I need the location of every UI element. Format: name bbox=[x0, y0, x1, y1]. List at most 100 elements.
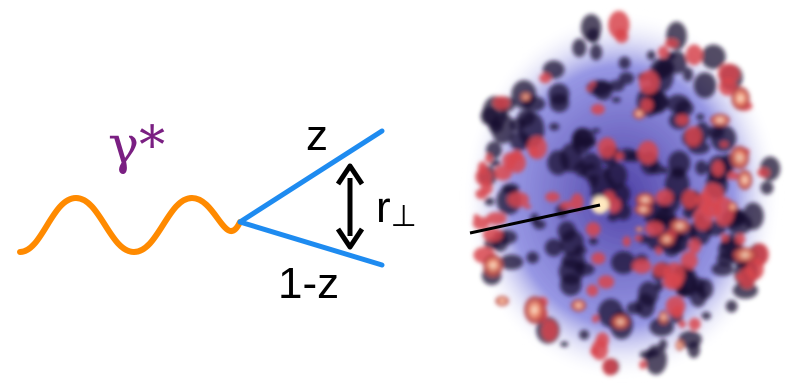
blob-spot bbox=[611, 251, 636, 274]
blob-spot bbox=[597, 137, 617, 159]
blob-spot bbox=[549, 93, 570, 113]
blob-spot bbox=[603, 190, 615, 201]
blob-spot bbox=[602, 358, 618, 376]
blob-spot bbox=[590, 346, 599, 357]
blob-spot bbox=[634, 235, 642, 242]
blob-spot bbox=[760, 181, 774, 195]
blob-spot bbox=[588, 237, 598, 245]
blob-spot bbox=[517, 109, 535, 127]
blob-spot bbox=[533, 219, 546, 230]
blob-spot bbox=[607, 212, 619, 222]
blob-spot bbox=[640, 98, 654, 112]
blob-spot bbox=[589, 81, 596, 87]
blob-spot bbox=[493, 165, 512, 181]
blob-spot bbox=[585, 222, 601, 237]
blob-spot bbox=[710, 113, 730, 127]
blob-spot bbox=[572, 38, 587, 58]
blob-spot bbox=[572, 134, 585, 148]
blob-spot bbox=[669, 218, 691, 234]
blob-spot bbox=[586, 86, 593, 92]
blob-spot bbox=[712, 160, 725, 177]
photon-wave bbox=[17, 194, 243, 256]
blob-spot bbox=[581, 136, 597, 148]
blob-spot bbox=[472, 216, 490, 230]
blob-spot bbox=[658, 232, 675, 247]
blob-spot bbox=[737, 169, 753, 190]
blob-spot bbox=[541, 319, 558, 341]
separation-arrow-head-bottom bbox=[335, 227, 365, 250]
quark-line bbox=[237, 128, 385, 225]
blob-spot bbox=[615, 30, 629, 44]
blob-spot bbox=[668, 150, 691, 176]
blob-spot bbox=[611, 314, 630, 330]
blob-spot bbox=[593, 80, 613, 101]
blob-spot bbox=[482, 227, 503, 242]
blob-spot bbox=[502, 152, 517, 170]
blob-spot bbox=[657, 46, 669, 59]
blob-spot bbox=[484, 197, 495, 206]
blob-spot bbox=[544, 238, 563, 257]
blob-spot bbox=[608, 79, 625, 92]
blob-spot bbox=[591, 128, 601, 134]
blob-spot bbox=[586, 284, 599, 297]
blob-spot bbox=[507, 191, 530, 208]
blob-spot bbox=[731, 86, 750, 111]
blob-spot bbox=[493, 95, 510, 110]
blob-spot bbox=[475, 188, 488, 200]
blob-spot bbox=[680, 251, 698, 270]
blob-spot bbox=[635, 192, 655, 208]
blob-spot bbox=[735, 273, 742, 281]
blob-spot bbox=[645, 344, 667, 375]
blob-spot bbox=[639, 360, 647, 370]
blob-spot bbox=[502, 183, 520, 194]
blob-spot bbox=[735, 233, 746, 245]
blob-spot bbox=[586, 28, 600, 44]
blob-spot bbox=[560, 201, 574, 210]
blob-spot bbox=[729, 145, 750, 170]
blob-spot bbox=[547, 150, 570, 176]
blob-spot bbox=[662, 272, 683, 291]
blob-spot bbox=[675, 114, 689, 126]
blob-spot bbox=[701, 202, 722, 217]
blob-spot bbox=[682, 67, 694, 82]
blob-spot bbox=[509, 131, 531, 151]
probe-line bbox=[469, 203, 601, 235]
blob-spot bbox=[589, 43, 603, 61]
blob-spot bbox=[638, 70, 660, 95]
blob-spot bbox=[526, 251, 539, 264]
blob-spot bbox=[727, 201, 738, 213]
blob-spot bbox=[710, 125, 737, 152]
blob-spot bbox=[701, 182, 724, 208]
blob-spot bbox=[701, 44, 726, 70]
blob-spot bbox=[477, 161, 488, 175]
blob-spot bbox=[645, 221, 664, 236]
blob-spot bbox=[592, 314, 599, 324]
blob-spot bbox=[655, 280, 664, 292]
blob-spot bbox=[675, 231, 684, 239]
blob-spot bbox=[693, 72, 717, 99]
blob-spot bbox=[671, 305, 684, 319]
blob-spot bbox=[485, 153, 493, 163]
blob-spot bbox=[681, 189, 699, 209]
blob-spot bbox=[574, 245, 587, 256]
blob-spot bbox=[618, 71, 635, 85]
blob-spot bbox=[732, 211, 744, 222]
blob-spot bbox=[711, 262, 734, 276]
quark-label: z bbox=[306, 111, 328, 160]
blob-spot bbox=[579, 329, 590, 340]
blob-spot bbox=[571, 299, 587, 312]
blob-spot bbox=[611, 96, 621, 103]
blob-spot bbox=[590, 103, 605, 115]
blob-spot bbox=[684, 126, 702, 147]
blob-spot bbox=[678, 320, 687, 329]
blob-spot bbox=[597, 275, 615, 289]
blob-spot bbox=[595, 332, 610, 348]
blob-spot bbox=[649, 317, 674, 337]
blob-spot bbox=[489, 159, 501, 167]
blob-spot bbox=[688, 238, 701, 254]
blob-spot bbox=[576, 261, 586, 271]
target-blob bbox=[462, 10, 782, 382]
blob-spot bbox=[591, 252, 606, 265]
blob-spot bbox=[539, 73, 552, 84]
blob-spot bbox=[520, 92, 531, 102]
